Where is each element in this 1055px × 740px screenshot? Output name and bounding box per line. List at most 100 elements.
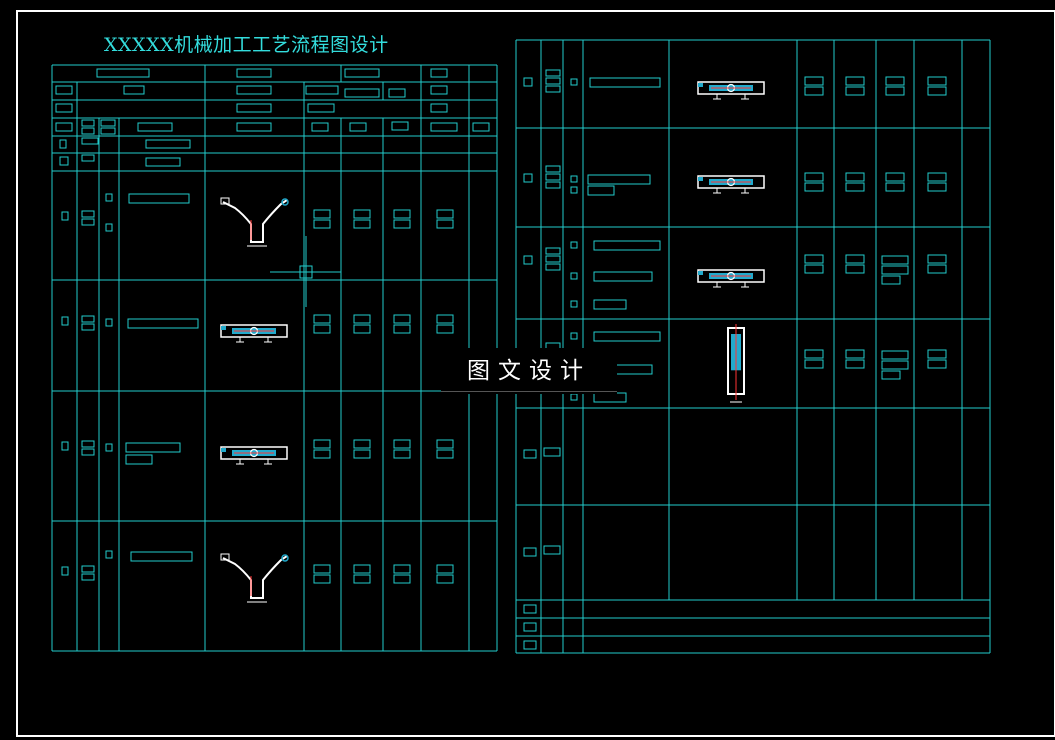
cell-value-box <box>353 449 371 459</box>
part-end-mark <box>698 83 703 87</box>
drawing-border-frame <box>16 10 1055 737</box>
text-placeholder-box <box>81 448 95 456</box>
text-placeholder-box <box>105 318 113 327</box>
text-placeholder-box <box>236 68 272 78</box>
text-placeholder-box <box>105 550 113 559</box>
flat-part-sketch <box>697 175 765 194</box>
text-placeholder-box <box>523 640 537 650</box>
text-placeholder-box <box>593 271 653 282</box>
part-end-mark <box>221 448 226 452</box>
text-placeholder-box <box>523 622 537 632</box>
cell-value-box <box>353 219 371 229</box>
text-placeholder-box <box>881 350 909 360</box>
flat-part-sketch <box>697 81 765 100</box>
text-placeholder-box <box>349 122 367 132</box>
text-placeholder-box <box>81 210 95 218</box>
cell-value-box <box>313 449 331 459</box>
text-placeholder-box <box>236 103 272 113</box>
text-placeholder-box <box>344 68 380 78</box>
part-outline <box>697 269 765 283</box>
cell-value-box <box>845 172 865 182</box>
part-outline <box>220 324 288 338</box>
text-placeholder-box <box>81 137 99 145</box>
text-placeholder-box <box>545 173 561 181</box>
text-placeholder-box <box>543 447 561 457</box>
text-placeholder-box <box>236 122 272 132</box>
text-placeholder-box <box>593 299 627 310</box>
cell-value-box <box>436 449 454 459</box>
text-placeholder-box <box>100 127 116 135</box>
text-placeholder-box <box>881 360 909 370</box>
v-bracket-part-sketch <box>220 553 289 603</box>
text-placeholder-box <box>570 393 578 401</box>
cell-value-box <box>393 439 411 449</box>
text-placeholder-box <box>545 165 561 173</box>
text-placeholder-box <box>570 175 578 183</box>
cell-value-box <box>845 359 865 369</box>
cell-value-box <box>313 574 331 584</box>
text-placeholder-box <box>96 68 150 78</box>
text-placeholder-box <box>81 154 95 162</box>
cell-value-box <box>353 564 371 574</box>
text-placeholder-box <box>145 157 181 167</box>
flat-part-sketch <box>220 324 288 343</box>
text-placeholder-box <box>430 103 448 113</box>
text-placeholder-box <box>137 122 173 132</box>
text-placeholder-box <box>881 255 909 265</box>
v-bracket-part-sketch <box>220 197 289 247</box>
text-placeholder-box <box>61 566 69 576</box>
cell-value-box <box>393 449 411 459</box>
text-placeholder-box <box>130 551 193 562</box>
cad-crosshair-cursor <box>270 236 341 307</box>
cell-value-box <box>313 439 331 449</box>
text-placeholder-box <box>125 454 153 465</box>
text-placeholder-box <box>59 156 69 166</box>
text-placeholder-box <box>545 77 561 85</box>
text-placeholder-box <box>472 122 490 132</box>
cell-value-box <box>804 172 824 182</box>
text-placeholder-box <box>100 119 116 127</box>
cell-value-box <box>927 349 947 359</box>
cell-value-box <box>804 264 824 274</box>
text-placeholder-box <box>81 218 95 226</box>
cell-value-box <box>885 172 905 182</box>
cell-value-box <box>885 76 905 86</box>
text-placeholder-box <box>61 316 69 326</box>
cell-value-box <box>313 314 331 324</box>
text-placeholder-box <box>545 255 561 263</box>
text-placeholder-box <box>545 69 561 77</box>
part-end-mark <box>698 271 703 275</box>
cell-value-box <box>927 254 947 264</box>
text-placeholder-box <box>430 68 448 78</box>
text-placeholder-box <box>55 85 73 95</box>
text-placeholder-box <box>587 185 615 196</box>
text-placeholder-box <box>570 186 578 194</box>
text-placeholder-box <box>128 193 190 204</box>
cell-value-box <box>845 76 865 86</box>
cell-value-box <box>393 209 411 219</box>
text-placeholder-box <box>236 85 272 95</box>
text-placeholder-box <box>81 127 95 135</box>
cell-value-box <box>804 86 824 96</box>
text-placeholder-box <box>145 139 191 149</box>
watermark-stamp: 图文设计 <box>441 348 617 394</box>
cell-value-box <box>927 182 947 192</box>
text-placeholder-box <box>127 318 199 329</box>
text-placeholder-box <box>523 173 533 183</box>
cell-value-box <box>885 182 905 192</box>
cell-value-box <box>804 254 824 264</box>
part-outline <box>697 81 765 95</box>
cell-value-box <box>313 564 331 574</box>
text-placeholder-box <box>123 85 145 95</box>
part-outline <box>222 555 288 599</box>
text-placeholder-box <box>523 547 537 557</box>
cell-value-box <box>885 86 905 96</box>
text-placeholder-box <box>523 604 537 614</box>
cell-value-box <box>927 76 947 86</box>
cell-value-box <box>353 324 371 334</box>
text-placeholder-box <box>388 88 406 98</box>
cell-value-box <box>436 574 454 584</box>
cell-value-box <box>393 574 411 584</box>
text-placeholder-box <box>593 240 661 251</box>
